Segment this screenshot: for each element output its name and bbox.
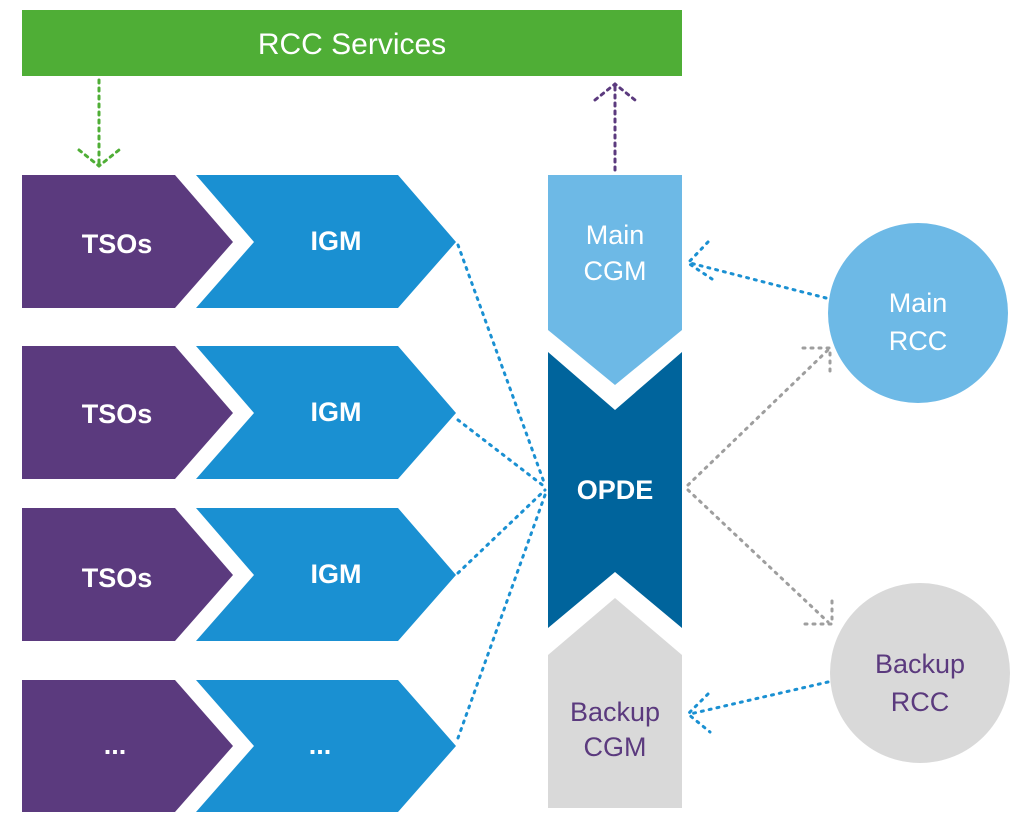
up-arrow-icon bbox=[593, 82, 637, 172]
main-rcc-line1: Main bbox=[889, 288, 948, 318]
backup-rcc-line2: RCC bbox=[891, 687, 950, 717]
opde-shape bbox=[548, 352, 682, 628]
opde-label: OPDE bbox=[577, 475, 654, 505]
tso-label: TSOs bbox=[82, 563, 153, 593]
igm-chevron bbox=[196, 175, 456, 308]
backup-rcc-to-backup-cgm-arrow-icon bbox=[685, 680, 830, 734]
backup-rcc-line1: Backup bbox=[875, 649, 965, 679]
down-arrow-icon bbox=[77, 78, 121, 168]
tso-chevron bbox=[22, 508, 233, 641]
rcc-services-title: RCC Services bbox=[258, 28, 446, 61]
tso-label: TSOs bbox=[82, 229, 153, 259]
tso-label: ... bbox=[104, 730, 127, 760]
tso-label: TSOs bbox=[82, 399, 153, 429]
igm-chevron bbox=[196, 508, 456, 641]
igm-label: IGM bbox=[311, 397, 362, 427]
main-cgm-line1: Main bbox=[586, 220, 645, 250]
row-3: TSOs IGM bbox=[22, 508, 456, 641]
row-1: TSOs IGM bbox=[22, 175, 456, 308]
main-rcc-to-main-cgm-arrow-icon bbox=[685, 240, 828, 300]
backup-cgm-line1: Backup bbox=[570, 697, 660, 727]
main-rcc-line2: RCC bbox=[889, 326, 948, 356]
backup-cgm-line2: CGM bbox=[584, 732, 647, 762]
opde-to-main-rcc-arrow-icon bbox=[686, 346, 832, 487]
opde-to-backup-rcc-arrow-icon bbox=[686, 488, 834, 626]
tso-chevron bbox=[22, 175, 233, 308]
main-cgm-shape bbox=[548, 175, 682, 385]
main-rcc-circle bbox=[828, 223, 1008, 403]
tso-chevron bbox=[22, 346, 233, 479]
main-cgm-line2: CGM bbox=[584, 256, 647, 286]
igm-label: IGM bbox=[311, 559, 362, 589]
backup-rcc-circle bbox=[830, 583, 1010, 763]
row-2: TSOs IGM bbox=[22, 346, 456, 479]
igm-label: IGM bbox=[311, 226, 362, 256]
igm-chevron bbox=[196, 346, 456, 479]
tso-chevron bbox=[22, 680, 233, 812]
igm-label: ... bbox=[309, 730, 332, 760]
igm-chevron bbox=[196, 680, 456, 812]
rcc-services-bar bbox=[22, 10, 682, 76]
row-4: ... ... bbox=[22, 680, 456, 812]
backup-cgm-shape bbox=[548, 598, 682, 808]
igm-to-opde-connectors bbox=[456, 243, 547, 740]
